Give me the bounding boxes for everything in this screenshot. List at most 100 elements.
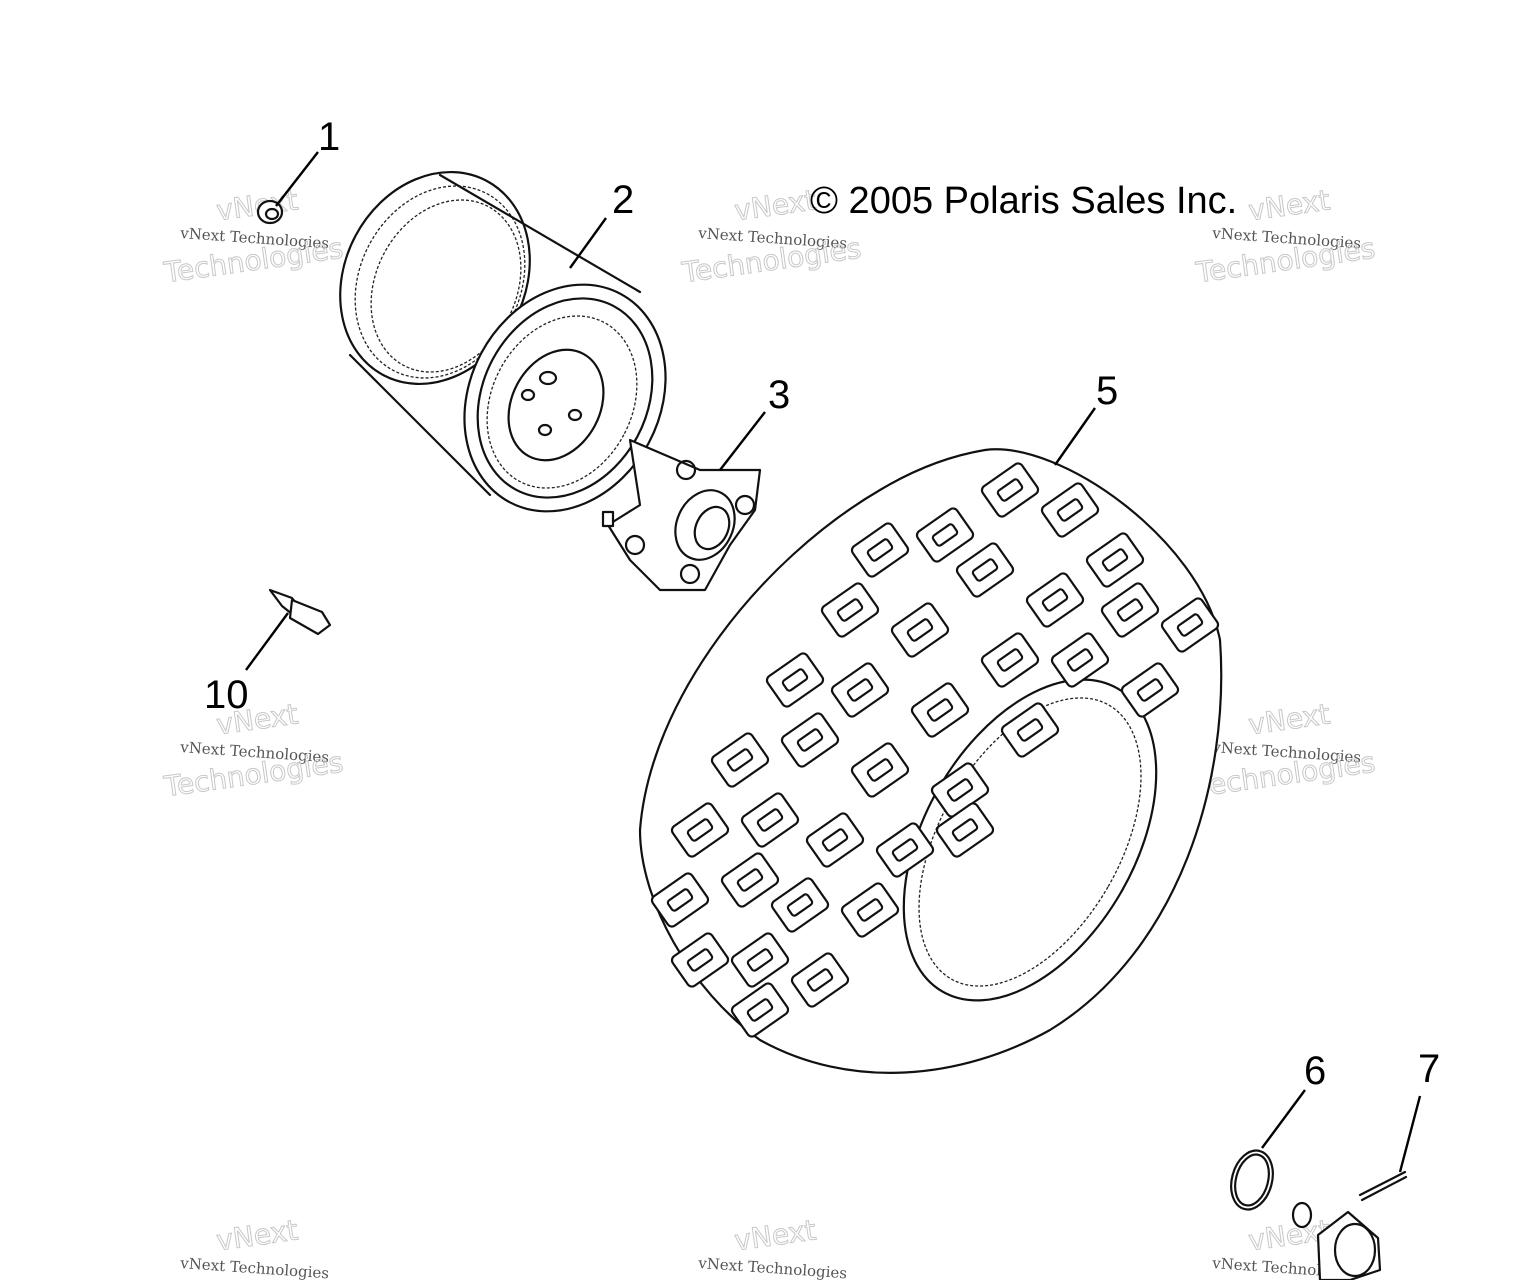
callout-3: 3 [768,373,790,417]
axle-nut-part [1291,1201,1382,1280]
watermark-text: vNext [1246,183,1332,227]
o-ring-part-6 [1230,1149,1274,1211]
tread-block [780,712,840,768]
watermark-text: vNext Technologies [179,1254,330,1280]
leader-line-6 [1261,1089,1306,1149]
tread-block [1050,632,1110,688]
tread-groove [926,698,954,722]
leader-lines [245,151,1422,1173]
leader-line-2 [569,217,607,269]
tread-block [935,802,995,858]
tread-groove [806,968,834,992]
tread-block [850,742,910,798]
pin-part-7 [1358,1170,1408,1202]
tread-block [770,877,830,933]
tread-groove [846,678,874,702]
tread-groove [866,538,894,562]
watermark: vNext vNext Technologies Technologies [1193,697,1378,804]
tread-groove [736,868,764,892]
tread-groove [1136,678,1164,702]
tread-groove [931,523,959,547]
tread-groove [786,893,814,917]
callout-2: 2 [612,178,634,222]
tread-groove [726,748,754,772]
tread-block [910,682,970,738]
tread-groove [686,948,714,972]
tread-block [790,952,850,1008]
tread-groove [1016,718,1044,742]
tread-block [890,602,950,658]
tread-block [765,652,825,708]
tread-groove [971,558,999,582]
leader-line-5 [1054,407,1096,466]
tread-groove [1066,648,1094,672]
tread-block [980,632,1040,688]
watermark: vNext vNext Technologies [697,1213,848,1280]
tread-groove [821,828,849,852]
tread-block [980,462,1040,518]
watermark: vNext vNext Technologies Technologies [161,697,346,804]
leader-line-10 [245,612,289,671]
tread-block [840,882,900,938]
tread-groove [856,898,884,922]
tread-block [1000,702,1060,758]
tread-groove [666,888,694,912]
tread-groove [946,778,974,802]
tread-block [1085,532,1145,588]
tread-block [1040,482,1100,538]
watermark-text: vNext [1246,697,1332,741]
tread-groove [756,808,784,832]
copyright-text: © 2005 Polaris Sales Inc. [810,180,1237,222]
tread-block [805,812,865,868]
tread-block [650,872,710,928]
tread-block [730,932,790,988]
tread-blocks [650,462,1220,1038]
valve-stem-part-10 [268,588,332,636]
tread-block [955,542,1015,598]
tread-groove [746,948,774,972]
tread-block [850,522,910,578]
callout-labels: 1 2 3 5 6 7 10 [204,115,1440,1093]
tread-block [915,507,975,563]
callout-7: 7 [1418,1047,1440,1091]
tire-part-5 [638,448,1223,1074]
tread-block [1120,662,1180,718]
tread-block [720,852,780,908]
tread-groove [866,758,894,782]
tread-groove [1176,613,1204,637]
watermark-text: vNext Technologies [697,1254,848,1280]
callout-5: 5 [1096,369,1118,413]
tread-groove [1041,588,1069,612]
wheel-rim-part-2 [339,170,667,513]
tread-block [875,822,935,878]
tread-block [1100,582,1160,638]
tread-groove [796,728,824,752]
tread-groove [836,598,864,622]
lug-nut-part-1 [256,199,284,225]
tread-block [1025,572,1085,628]
watermark-text: vNext [732,1213,818,1257]
tread-block [670,802,730,858]
tread-block [670,932,730,988]
tread-groove [996,478,1024,502]
tread-groove [1101,548,1129,572]
tread-block [1160,597,1220,653]
leader-line-7 [1398,1095,1422,1173]
tread-groove [906,618,934,642]
tread-groove [1116,598,1144,622]
leader-line-3 [719,411,766,471]
tread-block [730,982,790,1038]
watermark: vNext vNext Technologies Technologies [161,183,346,290]
tread-groove [891,838,919,862]
tread-block [740,792,800,848]
tread-groove [996,648,1024,672]
callout-10: 10 [204,673,249,717]
leader-line-1 [275,151,319,207]
tread-groove [951,818,979,842]
tread-groove [1056,498,1084,522]
tread-groove [746,998,774,1022]
tread-groove [686,818,714,842]
callout-1: 1 [318,115,340,159]
tread-block [830,662,890,718]
